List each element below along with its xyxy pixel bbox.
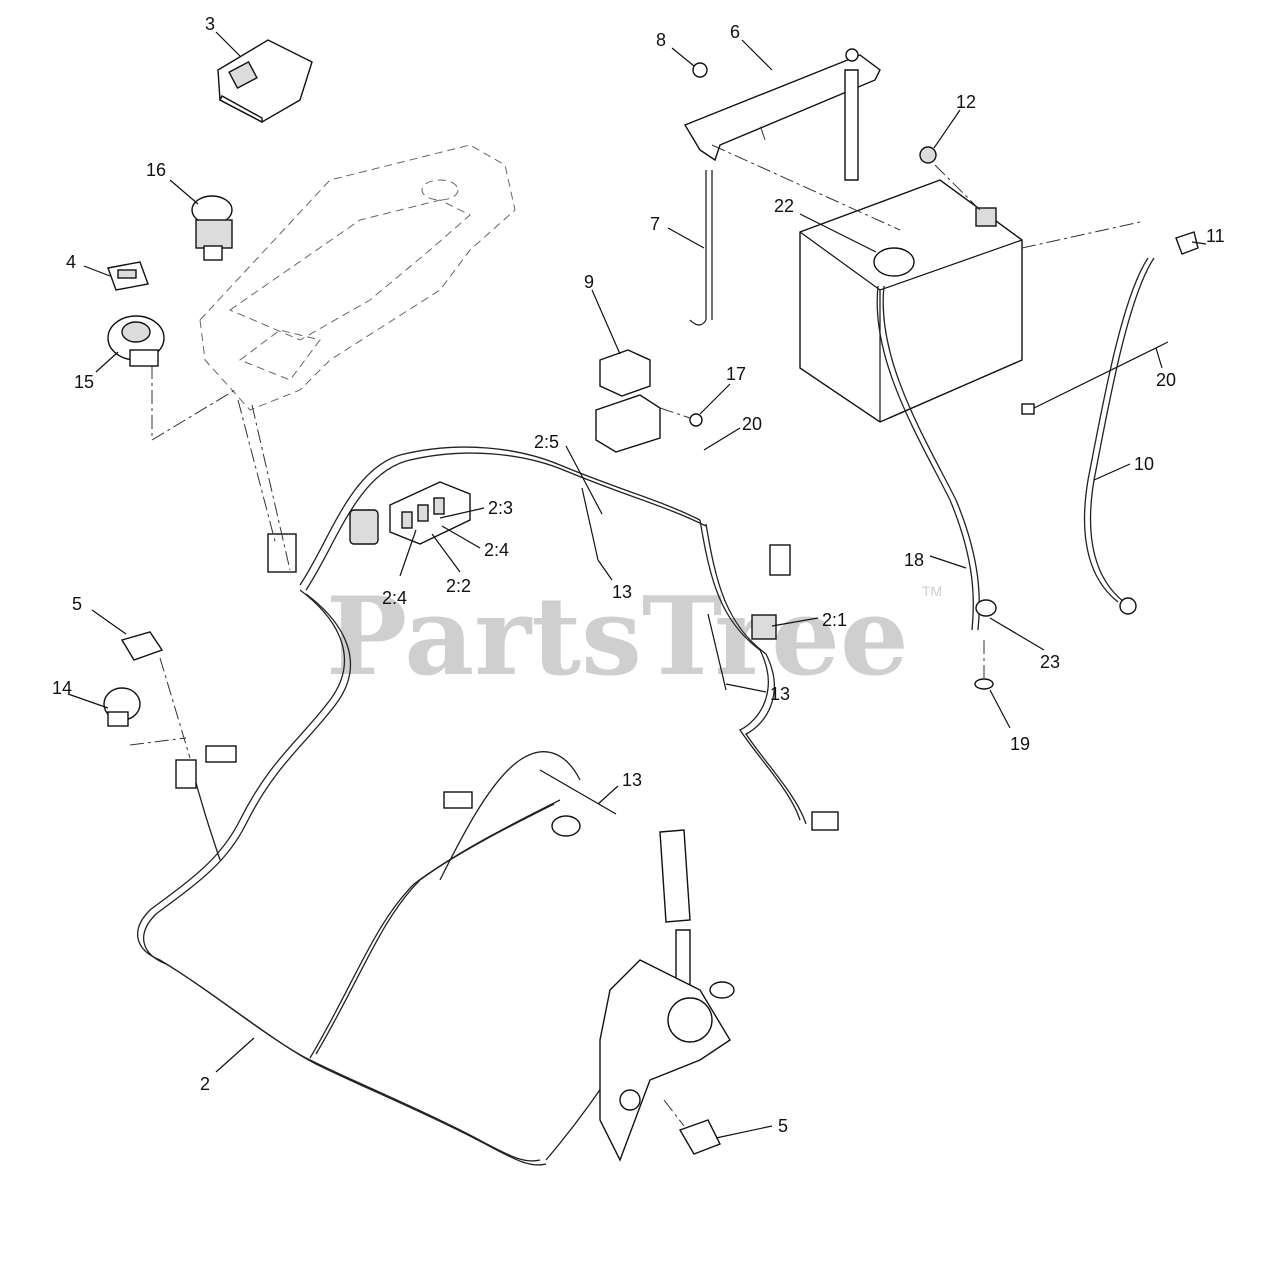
terminal-bolt (1175, 231, 1199, 255)
callout-label: 7 (650, 214, 660, 234)
switch-5-upper (120, 631, 164, 661)
switch-14 (103, 687, 141, 727)
battery-hold-down (683, 48, 881, 181)
callout-label: 10 (1134, 454, 1154, 474)
callout-label: 5 (72, 594, 82, 614)
callout-label: 13 (622, 770, 642, 790)
callout-label: 14 (52, 678, 72, 698)
callout-label: 11 (1206, 226, 1225, 246)
callout-label: 2:3 (488, 498, 513, 518)
callout-label: 23 (1040, 652, 1060, 672)
callout-label: 19 (1010, 734, 1030, 754)
callout-label: 2:2 (446, 576, 471, 596)
callout-label: 15 (74, 372, 94, 392)
cable-tie-13c (539, 769, 617, 815)
switch-5-lower (678, 1119, 721, 1155)
callout-label: 2:4 (484, 540, 509, 560)
callout-label: 17 (726, 364, 746, 384)
callout-label: 4 (66, 252, 76, 272)
relay (599, 349, 651, 397)
relay-socket (595, 394, 703, 453)
callouts: 3 16 4 15 8 6 7 12 22 11 20 9 17 2:5 20 … (52, 14, 1225, 1136)
watermark-brand: PartsTree (326, 574, 909, 700)
callout-label: 13 (612, 582, 632, 602)
display-module (217, 39, 313, 124)
battery-cable-negative (1083, 257, 1155, 615)
callout-label: 18 (904, 550, 924, 570)
callout-label: 5 (778, 1116, 788, 1136)
harness-connector-left (267, 533, 297, 573)
cable-tie-13a (581, 487, 599, 561)
cable-tie-13b (707, 613, 727, 691)
harness-connector-2-1 (751, 544, 791, 640)
callout-label: 20 (1156, 370, 1176, 390)
watermark-trademark: TM (922, 583, 942, 599)
leader-lines (67, 31, 1207, 1139)
hour-meter-switch (191, 195, 233, 261)
callout-label: 2:1 (822, 610, 847, 630)
callout-label: 6 (730, 22, 740, 42)
callout-label: 13 (770, 684, 790, 704)
harness-plug-left (175, 745, 237, 789)
reference-lines (129, 124, 1141, 1127)
control-arm-assembly (599, 829, 735, 1162)
callout-label: 3 (205, 14, 215, 34)
ignition-switch (107, 315, 165, 367)
callout-label: 8 (656, 30, 666, 50)
callout-label: 20 (742, 414, 762, 434)
harness-plug-center (443, 791, 581, 837)
fuse-block (389, 481, 471, 545)
key-part (107, 261, 149, 291)
callout-label: 2:5 (534, 432, 559, 452)
battery (799, 179, 1023, 423)
callout-label: 12 (956, 92, 976, 112)
j-bolt (689, 170, 713, 326)
callout-label: 2:4 (382, 588, 407, 608)
harness-plug-right (811, 811, 839, 831)
callout-label: 2 (200, 1074, 210, 1094)
harness-connector-black (349, 509, 379, 545)
callout-label: 9 (584, 272, 594, 292)
nut-12 (919, 146, 937, 164)
cable-tie-right (1021, 341, 1169, 415)
console-frame-ghost (199, 144, 516, 411)
callout-label: 22 (774, 196, 794, 216)
callout-label: 16 (146, 160, 166, 180)
